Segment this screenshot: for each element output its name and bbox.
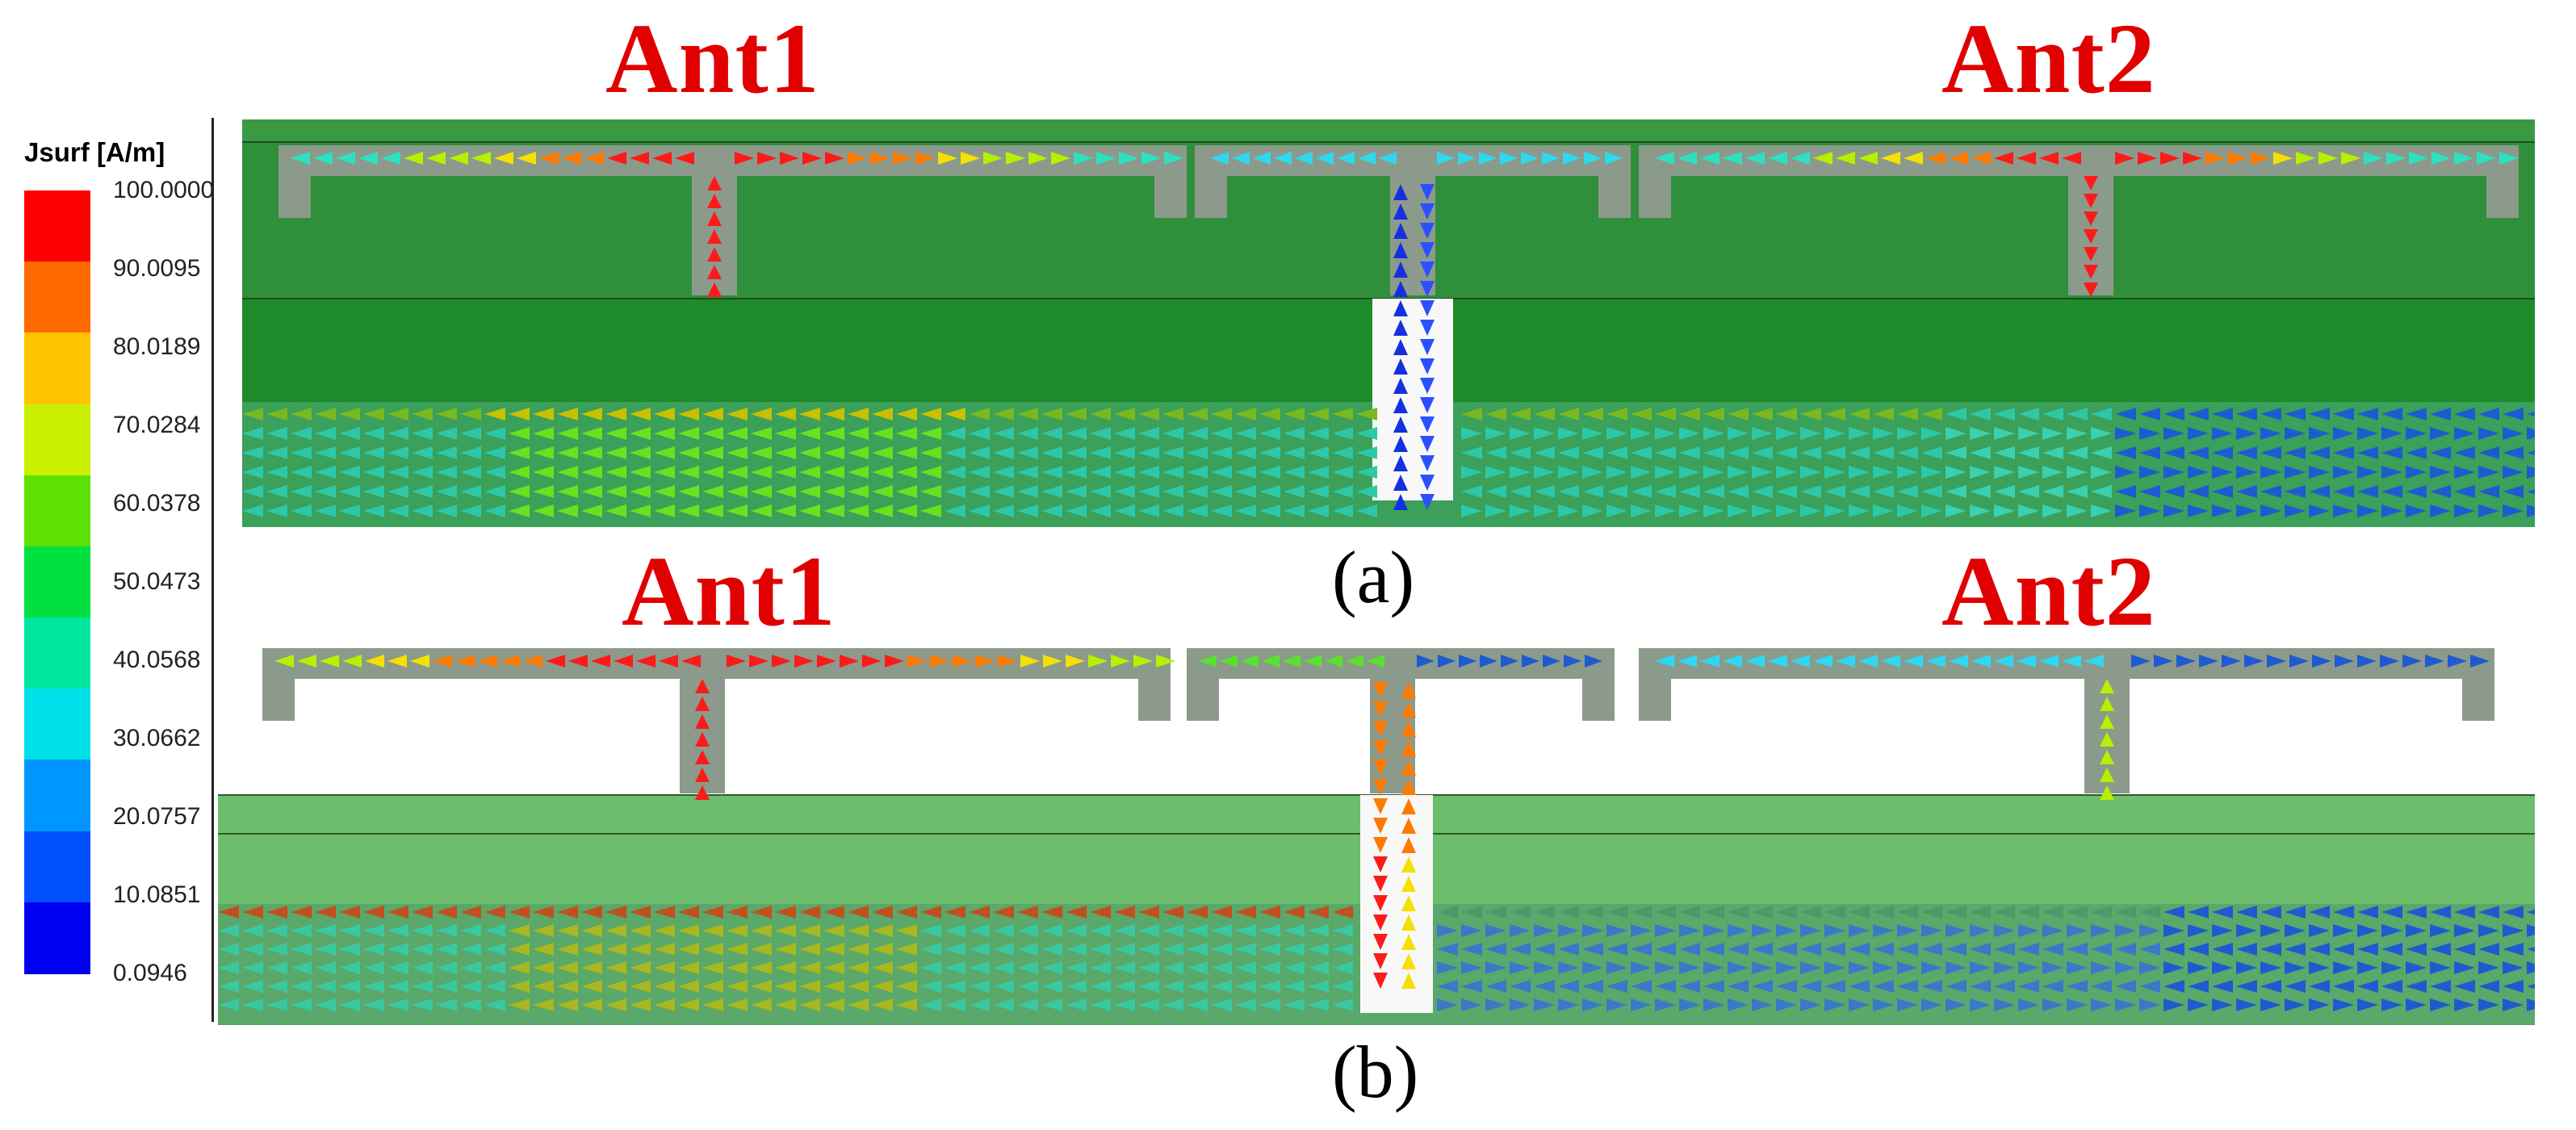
ant1-arm-right-arrows (727, 655, 1175, 668)
legend-divider (212, 118, 214, 1022)
legend-swatch (24, 617, 90, 690)
panel-a-ant1-label: Ant1 (605, 3, 820, 114)
ant1-element (262, 648, 1171, 793)
ground-arrows-left (218, 924, 1353, 937)
legend-swatch (24, 262, 90, 334)
ant1-arm-right-arrows (735, 152, 1183, 165)
legend-tick-label: 70.0284 (113, 412, 201, 438)
ground-arrows-right (1461, 427, 2535, 440)
legend-swatch (24, 688, 90, 761)
panel-b-caption: (b) (1332, 1031, 1419, 1113)
panel-a-current-distribution (242, 119, 2535, 527)
legend-swatch (24, 546, 90, 619)
legend-tick-label: 40.0568 (113, 647, 201, 673)
legend-tick-label: 80.0189 (113, 333, 201, 360)
ground-arrows-right (1437, 924, 2535, 937)
ground-arrows-right (1437, 943, 2535, 956)
color-legend: Jsurf [A/m] 100.0000 90.0095 80.0189 70.028… (0, 113, 218, 1025)
legend-swatch (24, 475, 90, 547)
ground-arrows-left (218, 943, 1353, 956)
ground-arrows-left (242, 408, 1377, 421)
feed-stem-arrows-b (1420, 184, 1435, 510)
legend-tick-label: 60.0378 (113, 490, 201, 517)
feed-element (1187, 648, 1615, 793)
feed-stem-arrows-b (1401, 682, 1416, 989)
ground-arrows-left (242, 427, 1377, 440)
legend-tick-label: 0.0946 (113, 960, 187, 986)
ant2-arm-right-arrows (2115, 152, 2519, 165)
legend-swatch (24, 902, 90, 974)
legend-tick-label: 90.0095 (113, 255, 201, 282)
panel-b-ant1-label: Ant1 (622, 536, 836, 647)
ground-arrows-right (1437, 980, 2535, 993)
legend-swatch (24, 831, 90, 903)
legend-swatch (24, 404, 90, 476)
legend-tick-label: 50.0473 (113, 568, 201, 595)
ground-arrows-right (1437, 998, 2535, 1011)
ground-arrows-right (1461, 485, 2535, 498)
feed-arm-right-arrows (1437, 152, 1623, 165)
legend-swatch (24, 760, 90, 832)
ground-arrows-right (1461, 466, 2535, 479)
legend-tick-label: 30.0662 (113, 725, 201, 751)
ant1-stem-arrows (695, 679, 710, 800)
ant2-stem-arrows (2084, 176, 2098, 297)
legend-title: Jsurf [A/m] (24, 137, 165, 167)
panel-b-ant2-label: Ant2 (1941, 536, 2156, 647)
legend-swatch (24, 333, 90, 405)
ant1-stem-arrows (707, 176, 722, 297)
feed-arm-left-arrows (1211, 152, 1397, 165)
legend-tick-label: 20.0757 (113, 803, 201, 830)
ground-arrows-right (1461, 446, 2535, 459)
ground-arrows-right (1461, 408, 2535, 421)
ground-arrows-left (218, 998, 1353, 1011)
feed-arm-left-arrows (1199, 655, 1384, 668)
ground-arrows-right (1437, 961, 2535, 974)
ground-arrows-right (1461, 504, 2535, 517)
panel-a-caption: (a) (1332, 536, 1415, 618)
ground-arrows-right (1437, 906, 2535, 919)
ant2-arm-left-arrows (1655, 655, 2104, 668)
ground-arrows-left (218, 980, 1353, 993)
ground-arrows-left (218, 906, 1353, 919)
ant2-arm-right-arrows (2131, 655, 2490, 668)
ground-arrows-left (242, 485, 1377, 498)
panel-b-current-distribution (218, 648, 2535, 1025)
feed-stem-arrows-a (1373, 682, 1388, 989)
legend-swatch (24, 190, 90, 263)
ant2-arm-left-arrows (1655, 152, 2081, 165)
ant1-arm-left-arrows (274, 655, 701, 668)
panel-a-ant2-label: Ant2 (1941, 3, 2156, 114)
ground-arrows-left (242, 446, 1377, 459)
ant2-stem-arrows (2100, 679, 2114, 800)
feed-element (1195, 145, 1631, 295)
ground-arrows-left (242, 504, 1377, 517)
ground-arrows-left (242, 466, 1377, 479)
ant2-element (1639, 648, 2494, 793)
feed-arm-right-arrows (1417, 655, 1602, 668)
ground-arrows-left (218, 961, 1353, 974)
ant1-arm-left-arrows (291, 152, 694, 165)
legend-tick-label: 10.0851 (113, 881, 201, 908)
legend-color-bar (24, 190, 90, 974)
legend-tick-label: 100.0000 (113, 177, 215, 203)
feed-stem-arrows-a (1393, 184, 1408, 510)
